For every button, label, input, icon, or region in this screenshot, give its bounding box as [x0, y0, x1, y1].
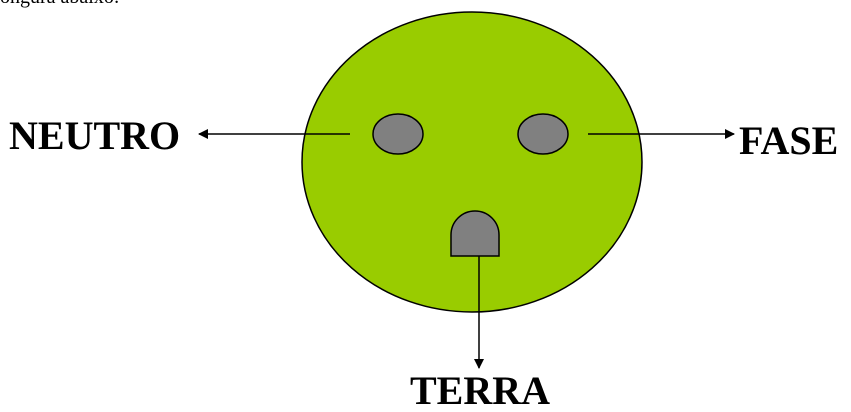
ground-pin: [450, 210, 500, 257]
neutral-label: NEUTRO: [9, 113, 180, 158]
ground-label: TERRA: [410, 368, 550, 412]
plug-face: [301, 11, 643, 313]
neutral-pin: [372, 113, 424, 155]
phase-label: FASE: [739, 118, 838, 163]
cropped-text-fragment: ongura abaixo:: [0, 0, 119, 9]
phase-pin: [517, 113, 569, 155]
